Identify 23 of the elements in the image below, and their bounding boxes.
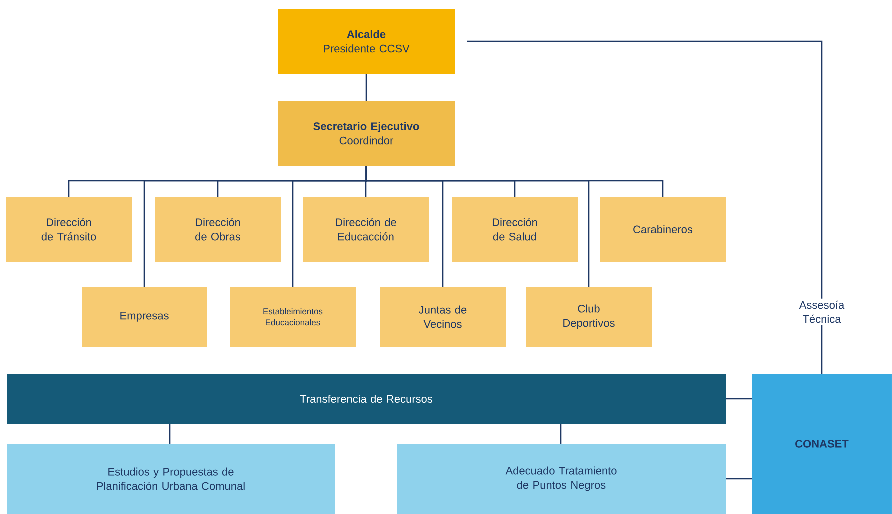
connector-line	[467, 40, 823, 374]
program-box: Adecuado Tratamiento de Puntos Negros	[397, 444, 726, 514]
partner-box: Estableimientos Educacionales	[230, 287, 356, 347]
partner-box: Juntas de Vecinos	[380, 287, 506, 347]
partner-box: Club Deportivos	[526, 287, 652, 347]
department-box: Carabineros	[600, 197, 726, 262]
title-box: Secretario Ejecutivo Coordindor	[278, 101, 455, 166]
connector-line	[726, 478, 752, 480]
department-box: Dirección de Obras	[155, 197, 281, 262]
department-box: Dirección de Salud	[452, 197, 578, 262]
funding-bar: Transferencia de Recursos	[7, 374, 726, 424]
agency-box: CONASET	[752, 374, 892, 514]
connector-line	[169, 424, 171, 444]
edge-label: Assesoía Técnica	[789, 298, 855, 326]
connector-line	[366, 74, 368, 101]
connector-line	[726, 398, 752, 400]
department-box: Dirección de Educacción	[303, 197, 429, 262]
department-box: Dirección de Tránsito	[6, 197, 132, 262]
partner-box: Empresas	[82, 287, 207, 347]
program-box: Estudios y Propuestas de Planificación Urbana Comunal	[7, 444, 335, 514]
connector-line	[560, 424, 562, 444]
title-box: Alcalde Presidente CCSV	[278, 9, 455, 74]
connector-line	[366, 166, 590, 287]
